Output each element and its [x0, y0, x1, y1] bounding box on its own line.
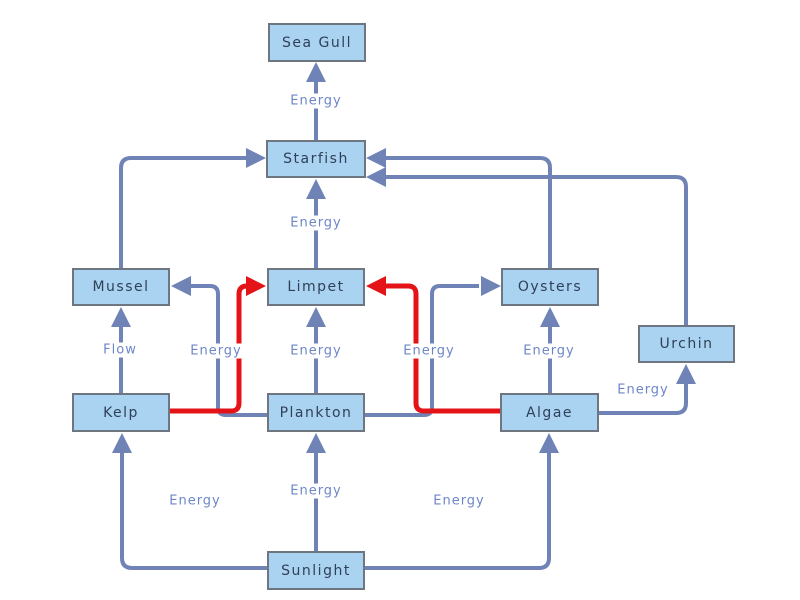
edge-kelp-to-mussel-label: Flow: [100, 342, 140, 358]
edge-urchin-to-starfish-line: [384, 175, 688, 325]
node-oysters-label: Oysters: [517, 279, 583, 295]
node-sunlight: Sunlight: [267, 551, 365, 590]
edge-algae-to-urchin-line: [599, 382, 688, 415]
edge-sunlight-to-kelp-line: [120, 451, 267, 570]
edge-kelp-to-mussel-arrowhead-icon: [111, 307, 131, 327]
edge-mussel-to-starfish-line: [119, 156, 248, 268]
node-seagull: Sea Gull: [268, 23, 366, 62]
edge-starfish-to-seagull-arrowhead-icon: [306, 62, 326, 82]
node-limpet: Limpet: [267, 268, 365, 306]
edge-kelp-to-limpet-arrowhead-icon: [246, 276, 266, 296]
edge-algae-to-oysters-label: Energy: [520, 343, 578, 359]
edge-plankton-to-limpet-arrowhead-icon: [306, 307, 326, 327]
node-urchin-label: Urchin: [659, 336, 714, 352]
edge-plankton-to-mussel-arrowhead-icon: [171, 276, 191, 296]
edge-algae-to-oysters-arrowhead-icon: [540, 307, 560, 327]
node-mussel-label: Mussel: [92, 279, 150, 295]
node-kelp: Kelp: [72, 393, 170, 432]
node-starfish-label: Starfish: [283, 151, 349, 167]
edge-algae-to-limpet-arrowhead-icon: [366, 276, 386, 296]
node-urchin: Urchin: [638, 325, 735, 363]
edge-sunlight-to-algae-line: [365, 451, 551, 570]
node-starfish: Starfish: [266, 140, 366, 178]
node-mussel: Mussel: [72, 268, 170, 306]
node-algae: Algae: [500, 393, 599, 432]
edge-oysters-to-starfish-line: [384, 156, 552, 268]
edge-algae-to-urchin-label: Energy: [614, 382, 672, 398]
edge-limpet-to-starfish-arrowhead-icon: [306, 179, 326, 199]
node-oysters: Oysters: [501, 268, 599, 306]
edge-oysters-to-starfish-arrowhead-icon: [366, 148, 386, 168]
edge-sunlight-to-algae-arrowhead-icon: [539, 433, 559, 453]
node-kelp-label: Kelp: [103, 404, 139, 421]
node-seagull-label: Sea Gull: [281, 34, 353, 51]
edge-plankton-to-oysters-arrowhead-icon: [481, 276, 501, 296]
edge-sunlight-to-algae-label: Energy: [430, 493, 488, 509]
edge-sunlight-to-kelp-arrowhead-icon: [112, 433, 132, 453]
node-plankton-label: Plankton: [279, 404, 353, 421]
edge-sunlight-to-plankton-arrowhead-icon: [306, 433, 326, 453]
edge-plankton-to-limpet-label: Energy: [287, 343, 345, 359]
edge-algae-to-urchin-arrowhead-icon: [676, 364, 696, 384]
edge-sunlight-to-plankton-label: Energy: [287, 483, 345, 499]
edge-plankton-to-oysters-label: Energy: [400, 343, 458, 359]
edge-limpet-to-starfish-label: Energy: [287, 215, 345, 231]
node-sunlight-label: Sunlight: [281, 562, 351, 579]
node-algae-label: Algae: [525, 404, 574, 421]
edge-plankton-to-mussel-label: Energy: [187, 343, 245, 359]
edge-starfish-to-seagull-label: Energy: [287, 93, 345, 109]
edge-mussel-to-starfish-arrowhead-icon: [246, 148, 266, 168]
edge-sunlight-to-kelp-label: Energy: [166, 493, 224, 509]
edge-urchin-to-starfish-arrowhead-icon: [366, 167, 386, 187]
node-limpet-label: Limpet: [287, 279, 345, 295]
node-plankton: Plankton: [267, 393, 365, 432]
